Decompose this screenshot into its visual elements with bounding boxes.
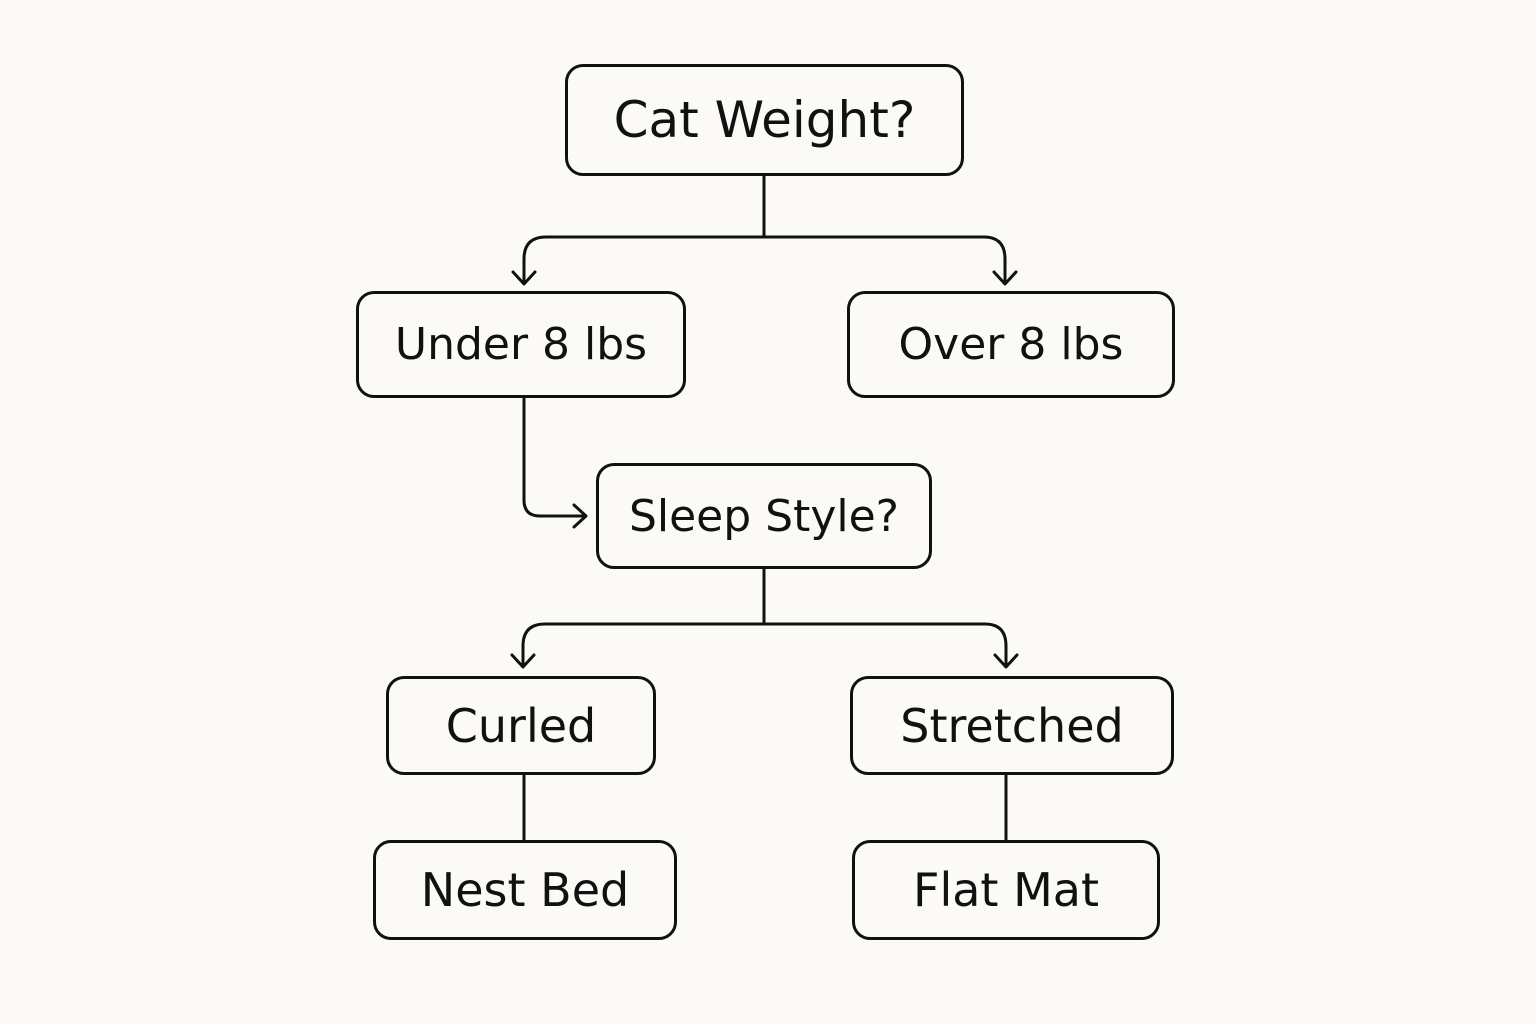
node-under-8-lbs: Under 8 lbs	[356, 291, 686, 398]
node-flat-mat-label: Flat Mat	[913, 863, 1099, 917]
node-stretched-label: Stretched	[900, 698, 1124, 753]
arrowhead-over-8	[992, 270, 1018, 286]
node-over-8-lbs: Over 8 lbs	[847, 291, 1175, 398]
arrowhead-curled	[510, 653, 536, 669]
node-flat-mat: Flat Mat	[852, 840, 1160, 940]
node-over-8-lbs-label: Over 8 lbs	[898, 319, 1124, 370]
arrowhead-stretched	[993, 653, 1019, 669]
edge-cat-weight-to-under-8	[522, 235, 766, 285]
edge-sleep-style-to-curled	[521, 622, 766, 668]
node-stretched: Stretched	[850, 676, 1174, 775]
node-under-8-lbs-label: Under 8 lbs	[394, 319, 648, 370]
edge-cat-weight-to-over-8	[762, 235, 1007, 285]
edge-under-8-to-sleep-style	[522, 396, 587, 518]
arrowhead-under-8	[511, 270, 537, 286]
node-nest-bed: Nest Bed	[373, 840, 677, 940]
node-sleep-style-label: Sleep Style?	[628, 490, 900, 542]
node-nest-bed-label: Nest Bed	[420, 863, 630, 917]
node-sleep-style: Sleep Style?	[596, 463, 932, 569]
arrowhead-sleep-style	[572, 503, 588, 529]
node-curled: Curled	[386, 676, 656, 775]
node-curled-label: Curled	[445, 698, 597, 753]
node-cat-weight-label: Cat Weight?	[613, 91, 916, 149]
edge-sleep-style-to-stretched	[762, 622, 1008, 668]
node-cat-weight: Cat Weight?	[565, 64, 964, 176]
